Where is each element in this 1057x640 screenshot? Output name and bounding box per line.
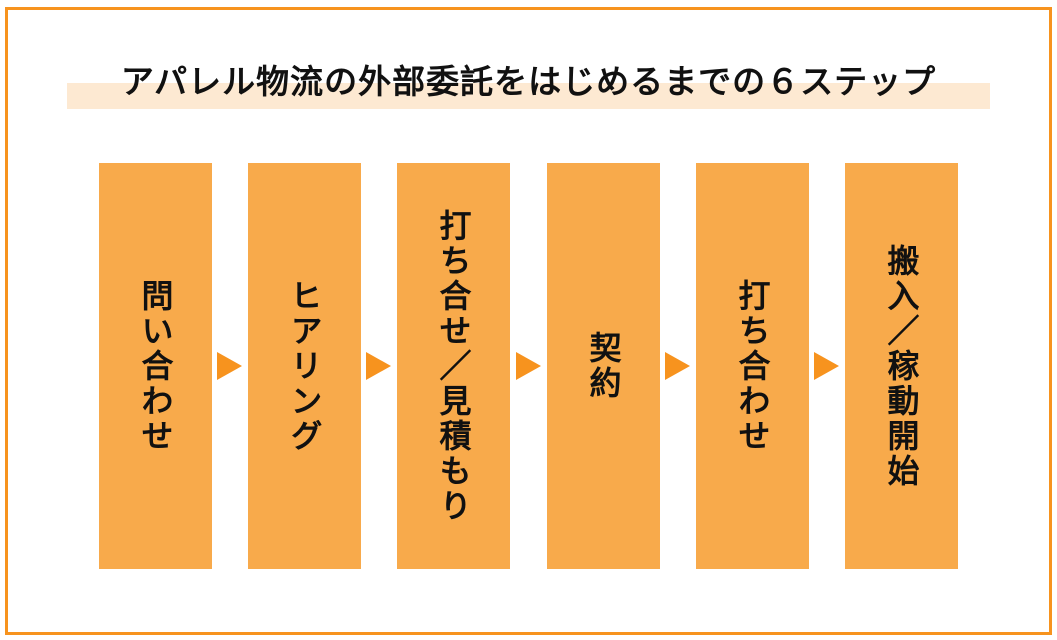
arrow-right-icon — [366, 352, 391, 380]
title-highlight-band — [67, 83, 990, 109]
step-1-inquiry: 問い合わせ — [99, 163, 212, 569]
step-label: ヒアリング — [285, 278, 324, 454]
step-label: 問い合わせ — [136, 278, 175, 454]
step-5-meeting: 打ち合わせ — [696, 163, 809, 569]
step-6-delivery-start: 搬入／稼動開始 — [845, 163, 958, 569]
step-label: 打ち合わせ — [733, 278, 772, 454]
diagram-title: アパレル物流の外部委託をはじめるまでの６ステップ — [120, 62, 937, 101]
step-label: 打ち合せ／見積もり — [434, 208, 473, 524]
step-4-contract: 契約 — [547, 163, 660, 569]
diagram-frame — [5, 7, 1052, 635]
arrow-right-icon — [516, 352, 541, 380]
step-2-hearing: ヒアリング — [248, 163, 361, 569]
step-3-meeting-estimate: 打ち合せ／見積もり — [397, 163, 510, 569]
arrow-right-icon — [665, 352, 690, 380]
step-label: 搬入／稼動開始 — [882, 243, 921, 489]
title-block: アパレル物流の外部委託をはじめるまでの６ステップ — [67, 62, 990, 110]
step-label: 契約 — [584, 331, 623, 401]
arrow-right-icon — [217, 352, 242, 380]
arrow-right-icon — [814, 352, 839, 380]
